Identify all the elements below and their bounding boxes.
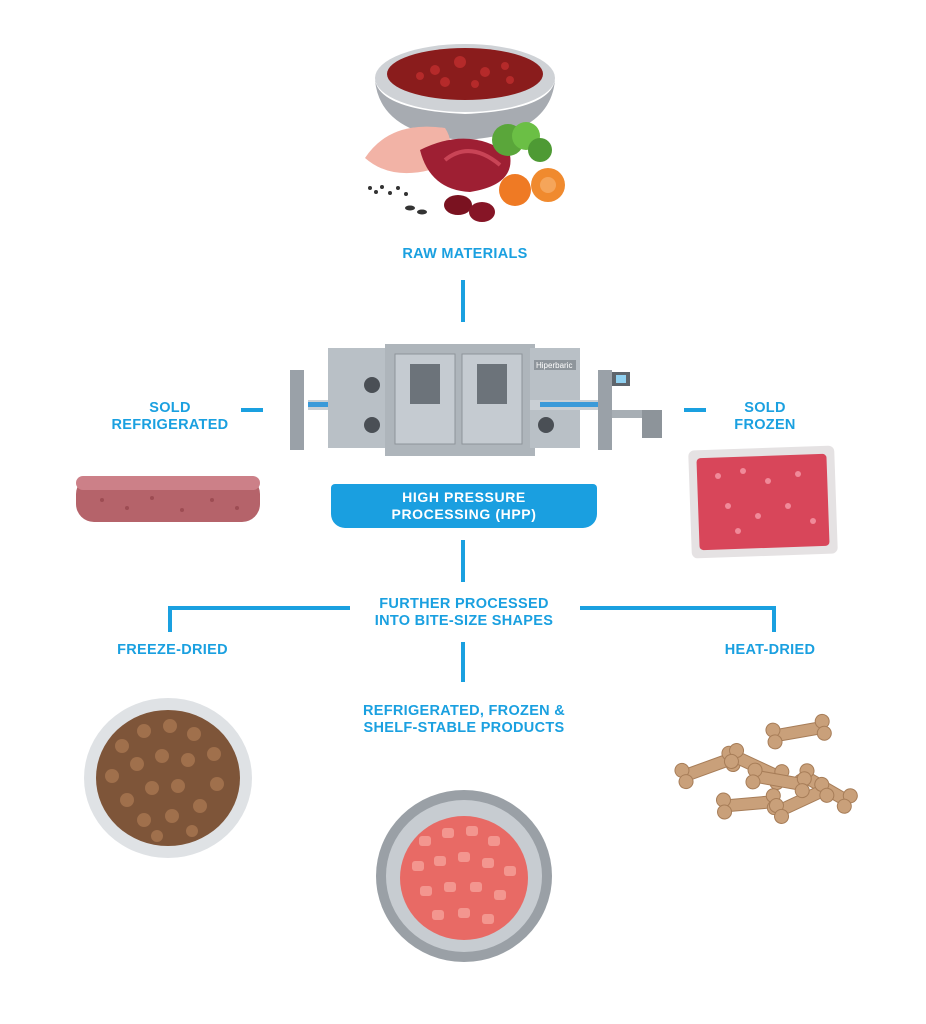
- connector-left-horizontal: [168, 606, 350, 610]
- hpp-process-box: HIGH PRESSURE PROCESSING (HPP): [331, 484, 597, 528]
- connector-hpp-to-frozen: [684, 408, 706, 412]
- machine-brand-text: Hiperbaric: [536, 361, 572, 370]
- products-line-2: SHELF-STABLE PRODUCTS: [338, 720, 590, 737]
- sold-frozen-line-2: FROZEN: [710, 417, 820, 434]
- frozen-bag-image: [688, 446, 838, 558]
- connector-right-horizontal: [580, 606, 776, 610]
- raw-materials-label: RAW MATERIALS: [365, 246, 565, 263]
- freeze-dried-label: FREEZE-DRIED: [100, 642, 245, 659]
- sold-refrigerated-line-1: SOLD: [100, 400, 240, 417]
- connector-hpp-to-refrigerated: [241, 408, 263, 412]
- heat-dried-label: HEAT-DRIED: [710, 642, 830, 659]
- connector-center-vertical: [461, 642, 465, 682]
- sold-refrigerated-line-2: REFRIGERATED: [100, 417, 240, 434]
- hpp-line-2: PROCESSING (HPP): [392, 506, 537, 523]
- hpp-line-1: HIGH PRESSURE: [402, 489, 526, 506]
- further-processed-line-1: FURTHER PROCESSED: [354, 596, 574, 613]
- freeze-dried-bowl-image: [82, 696, 254, 860]
- heat-dried-bones-image: [664, 716, 880, 840]
- connector-raw-to-hpp: [461, 280, 465, 322]
- connector-hpp-to-further: [461, 540, 465, 582]
- refrigerated-chub-image: [72, 470, 264, 528]
- sold-frozen-label: SOLD FROZEN: [710, 400, 820, 434]
- connector-left-vertical: [168, 606, 172, 632]
- sold-frozen-line-1: SOLD: [710, 400, 820, 417]
- sold-refrigerated-label: SOLD REFRIGERATED: [100, 400, 240, 434]
- raw-materials-image: [350, 40, 580, 230]
- further-processed-label: FURTHER PROCESSED INTO BITE-SIZE SHAPES: [354, 596, 574, 630]
- connector-right-vertical: [772, 606, 776, 632]
- products-label: REFRIGERATED, FROZEN & SHELF-STABLE PROD…: [338, 703, 590, 737]
- products-line-1: REFRIGERATED, FROZEN &: [338, 703, 590, 720]
- products-bowl-image: [374, 786, 554, 966]
- hpp-machine-image: Hiperbaric: [290, 330, 670, 460]
- further-processed-line-2: INTO BITE-SIZE SHAPES: [354, 613, 574, 630]
